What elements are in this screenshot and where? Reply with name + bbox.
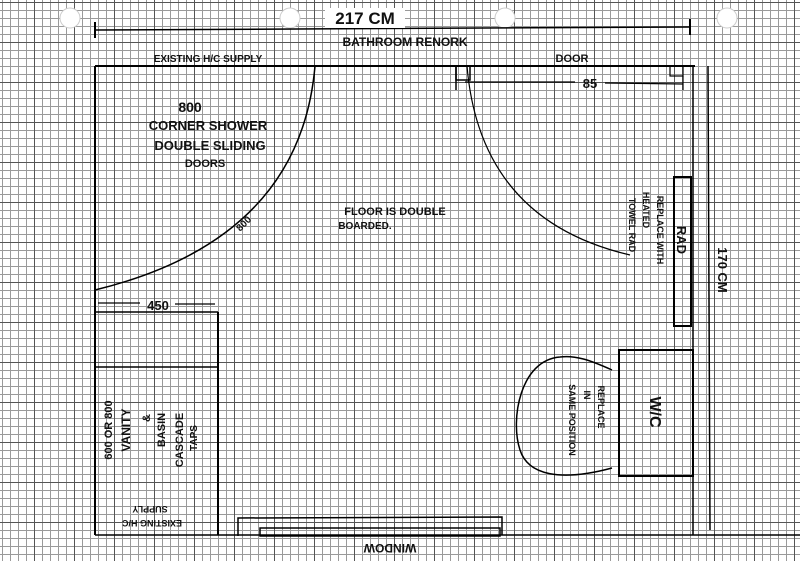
vanity-label: BASIN <box>156 413 168 447</box>
shower-arc-label: 800 <box>234 214 254 234</box>
rad-note: TOWEL RAD <box>627 198 637 253</box>
vanity-label: TAPS <box>189 425 200 451</box>
shower-label: DOORS <box>185 158 225 170</box>
height-label: 170 CM <box>715 247 730 293</box>
vanity: 450 600 OR 800 VANITY & BASIN CASCADE TA… <box>95 298 219 535</box>
wc-note: REPLACE <box>596 385 606 428</box>
binder-hole <box>494 7 516 29</box>
door-width-label: 85 <box>583 76 597 91</box>
toilet: W/C REPLACE IN SAME POSITION <box>515 349 694 477</box>
door: 85 <box>455 65 684 256</box>
floor-note: FLOOR IS DOUBLE <box>344 206 445 218</box>
window-label: WINDOW <box>363 541 416 555</box>
supply-label-bottom: SUPPLY <box>132 504 167 514</box>
binder-holes <box>59 7 738 29</box>
binder-hole <box>59 7 81 29</box>
window: WINDOW <box>237 516 503 555</box>
vanity-width-label: 450 <box>147 298 169 313</box>
rad-label: RAD <box>674 226 689 254</box>
wc-label: W/C <box>646 396 663 428</box>
wc-note: SAME POSITION <box>567 384 577 456</box>
door-label: DOOR <box>556 53 589 65</box>
binder-hole <box>716 7 738 29</box>
vanity-label: 600 OR 800 <box>103 400 115 459</box>
vanity-label: & <box>141 414 153 422</box>
supply-label-bottom: EXISTING H/C <box>122 518 183 528</box>
binder-hole <box>279 7 301 29</box>
corner-shower: 800 CORNER SHOWER DOUBLE SLIDING DOORS 8… <box>94 65 316 291</box>
room-walls <box>94 65 800 536</box>
supply-label-top: EXISTING H/C SUPPLY <box>154 54 263 65</box>
vanity-label: CASCADE <box>174 413 186 467</box>
shower-size: 800 <box>178 99 202 115</box>
vanity-label: VANITY <box>119 408 133 451</box>
height-dimension: 170 CM <box>707 65 730 531</box>
plan-title: BATHROOM RENORK <box>342 35 467 49</box>
rad-note: HEATED <box>641 192 651 229</box>
shower-label: DOUBLE SLIDING <box>154 138 265 153</box>
shower-label: CORNER SHOWER <box>149 118 268 133</box>
rad-note: REPLACE WITH <box>655 196 665 265</box>
width-label: 217 CM <box>335 9 395 28</box>
wc-note: IN <box>582 391 592 400</box>
floor-note: BOARDED. <box>338 221 392 232</box>
width-dimension: 217 CM <box>94 8 691 38</box>
radiator: RAD REPLACE WITH HEATED TOWEL RAD <box>627 176 692 327</box>
